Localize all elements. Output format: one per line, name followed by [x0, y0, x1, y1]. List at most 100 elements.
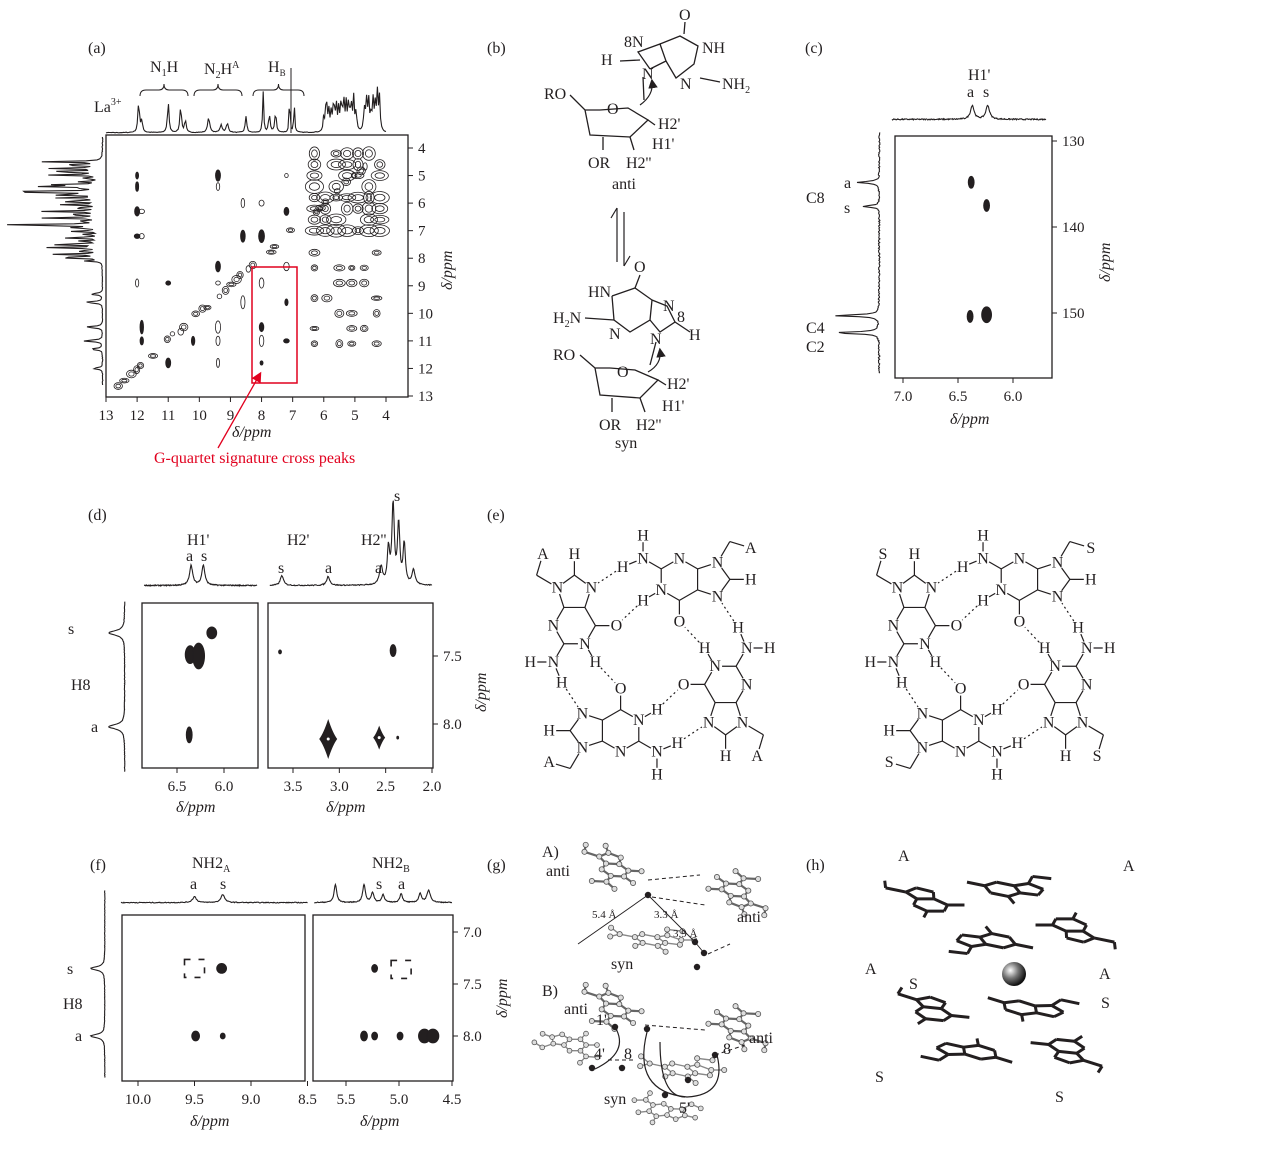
cross-peak-contour [312, 295, 317, 301]
cross-peak-contour [374, 310, 379, 316]
bond [1053, 1055, 1071, 1065]
peak-label-s: s [376, 876, 382, 893]
cross-peak [283, 206, 290, 216]
cross-peak-contour [349, 266, 354, 270]
atom-number-label: 4' [594, 1046, 605, 1063]
x-tick-label: 5.0 [390, 1092, 409, 1108]
nh2a-label: NH2A [192, 855, 231, 875]
panel-c-1d-spectra [835, 104, 1047, 374]
cross-peak [258, 334, 265, 347]
atom-ball [625, 1007, 632, 1014]
atom-mask [762, 641, 777, 656]
hydrogen-bond [621, 605, 638, 621]
atom-ball [662, 948, 669, 955]
cross-peak [340, 147, 355, 160]
cross-peak-contour [321, 205, 329, 213]
atom-mask [953, 744, 968, 759]
atom-label: N [888, 618, 900, 635]
atom-ball [594, 1054, 601, 1061]
atom-label: N [888, 654, 900, 671]
atom-ball [559, 1031, 565, 1038]
atom-ball [639, 939, 646, 946]
cross-peak-contour [193, 311, 199, 316]
peak-label-s: s [394, 488, 400, 505]
bond [1073, 1040, 1086, 1050]
atom-label: H [601, 52, 613, 69]
cross-peak [215, 182, 221, 191]
cross-peak [426, 1028, 440, 1044]
panel-f-ylabel: δ/ppm [494, 979, 511, 1018]
atom-label: RO [553, 347, 575, 364]
atom-ball [745, 887, 752, 894]
peak-label-s: s [68, 621, 74, 638]
bond [916, 995, 931, 1002]
cross-peak [319, 214, 332, 225]
atom-label: H [672, 735, 684, 752]
x-tick-label: 6 [320, 408, 328, 424]
atom-label: H [525, 654, 537, 671]
cross-peak-contour [310, 161, 319, 168]
atom-mask [928, 654, 943, 669]
cross-peak [258, 322, 265, 333]
atom-label: N [586, 579, 598, 596]
y-tick-label: 140 [1062, 220, 1085, 236]
bond [942, 709, 961, 721]
cross-peak [371, 1031, 379, 1041]
bond [963, 1043, 979, 1049]
spectrum-trace [891, 104, 1047, 121]
panel-f-xlabel-right: δ/ppm [360, 1113, 399, 1130]
cross-peak [165, 280, 172, 286]
cross-peak [307, 158, 322, 171]
bond [1030, 1041, 1049, 1046]
atom-ball [653, 1113, 660, 1120]
cross-peak-contour [341, 161, 353, 168]
atom-ball [539, 1030, 546, 1037]
panel-d-ylabel: δ/ppm [473, 673, 490, 712]
atom-mask [636, 593, 651, 608]
cross-peak-contour [335, 280, 343, 286]
atom-mask [554, 675, 569, 690]
h1p-label: H1' [968, 67, 991, 84]
atom-ball [583, 1042, 589, 1048]
cross-peak-contour [352, 194, 364, 201]
atom-mask [535, 547, 550, 562]
x-tick-label: 7.0 [894, 389, 913, 405]
atom-mask [575, 706, 590, 721]
y-tick-label: 8.0 [463, 1029, 482, 1045]
bond [584, 107, 650, 138]
atom-ball [638, 1053, 645, 1060]
cross-peak-contour [374, 216, 386, 223]
cross-peak-contour [354, 205, 362, 212]
y-tick-label: 150 [1062, 306, 1085, 322]
atom-ball [692, 1080, 699, 1087]
hydrogen-bond [707, 943, 731, 955]
x-tick-label: 9.0 [242, 1092, 261, 1108]
atom-ball [577, 1059, 583, 1066]
atom-mask [907, 547, 922, 562]
atom-ball [661, 1063, 668, 1070]
atom-ball [668, 1106, 674, 1112]
cross-peak [190, 335, 196, 346]
atom-ball [713, 874, 720, 881]
hydrogen-bond [714, 1044, 746, 1056]
noe-arc [594, 1026, 620, 1070]
atom-label: H1' [652, 136, 675, 153]
cross-peak [138, 208, 145, 215]
atom-label: N [637, 550, 649, 567]
atom-mask [523, 654, 538, 669]
panel-f-tag: (f) [90, 857, 106, 874]
cross-peak-center [326, 737, 330, 741]
atom-ball [708, 1067, 715, 1074]
peak-label-s: s [844, 200, 850, 217]
cross-peak [338, 193, 357, 202]
cross-peak [319, 202, 332, 215]
bond [1020, 1014, 1025, 1022]
panel-a-tag: (a) [88, 40, 106, 57]
panel-d-xlabel-left: δ/ppm [176, 799, 215, 816]
cross-peak [361, 179, 377, 194]
spectrum-trace [314, 882, 453, 904]
y-tick-label: 7 [418, 224, 426, 240]
cross-peak [359, 264, 369, 272]
atom-ball [713, 1009, 720, 1016]
